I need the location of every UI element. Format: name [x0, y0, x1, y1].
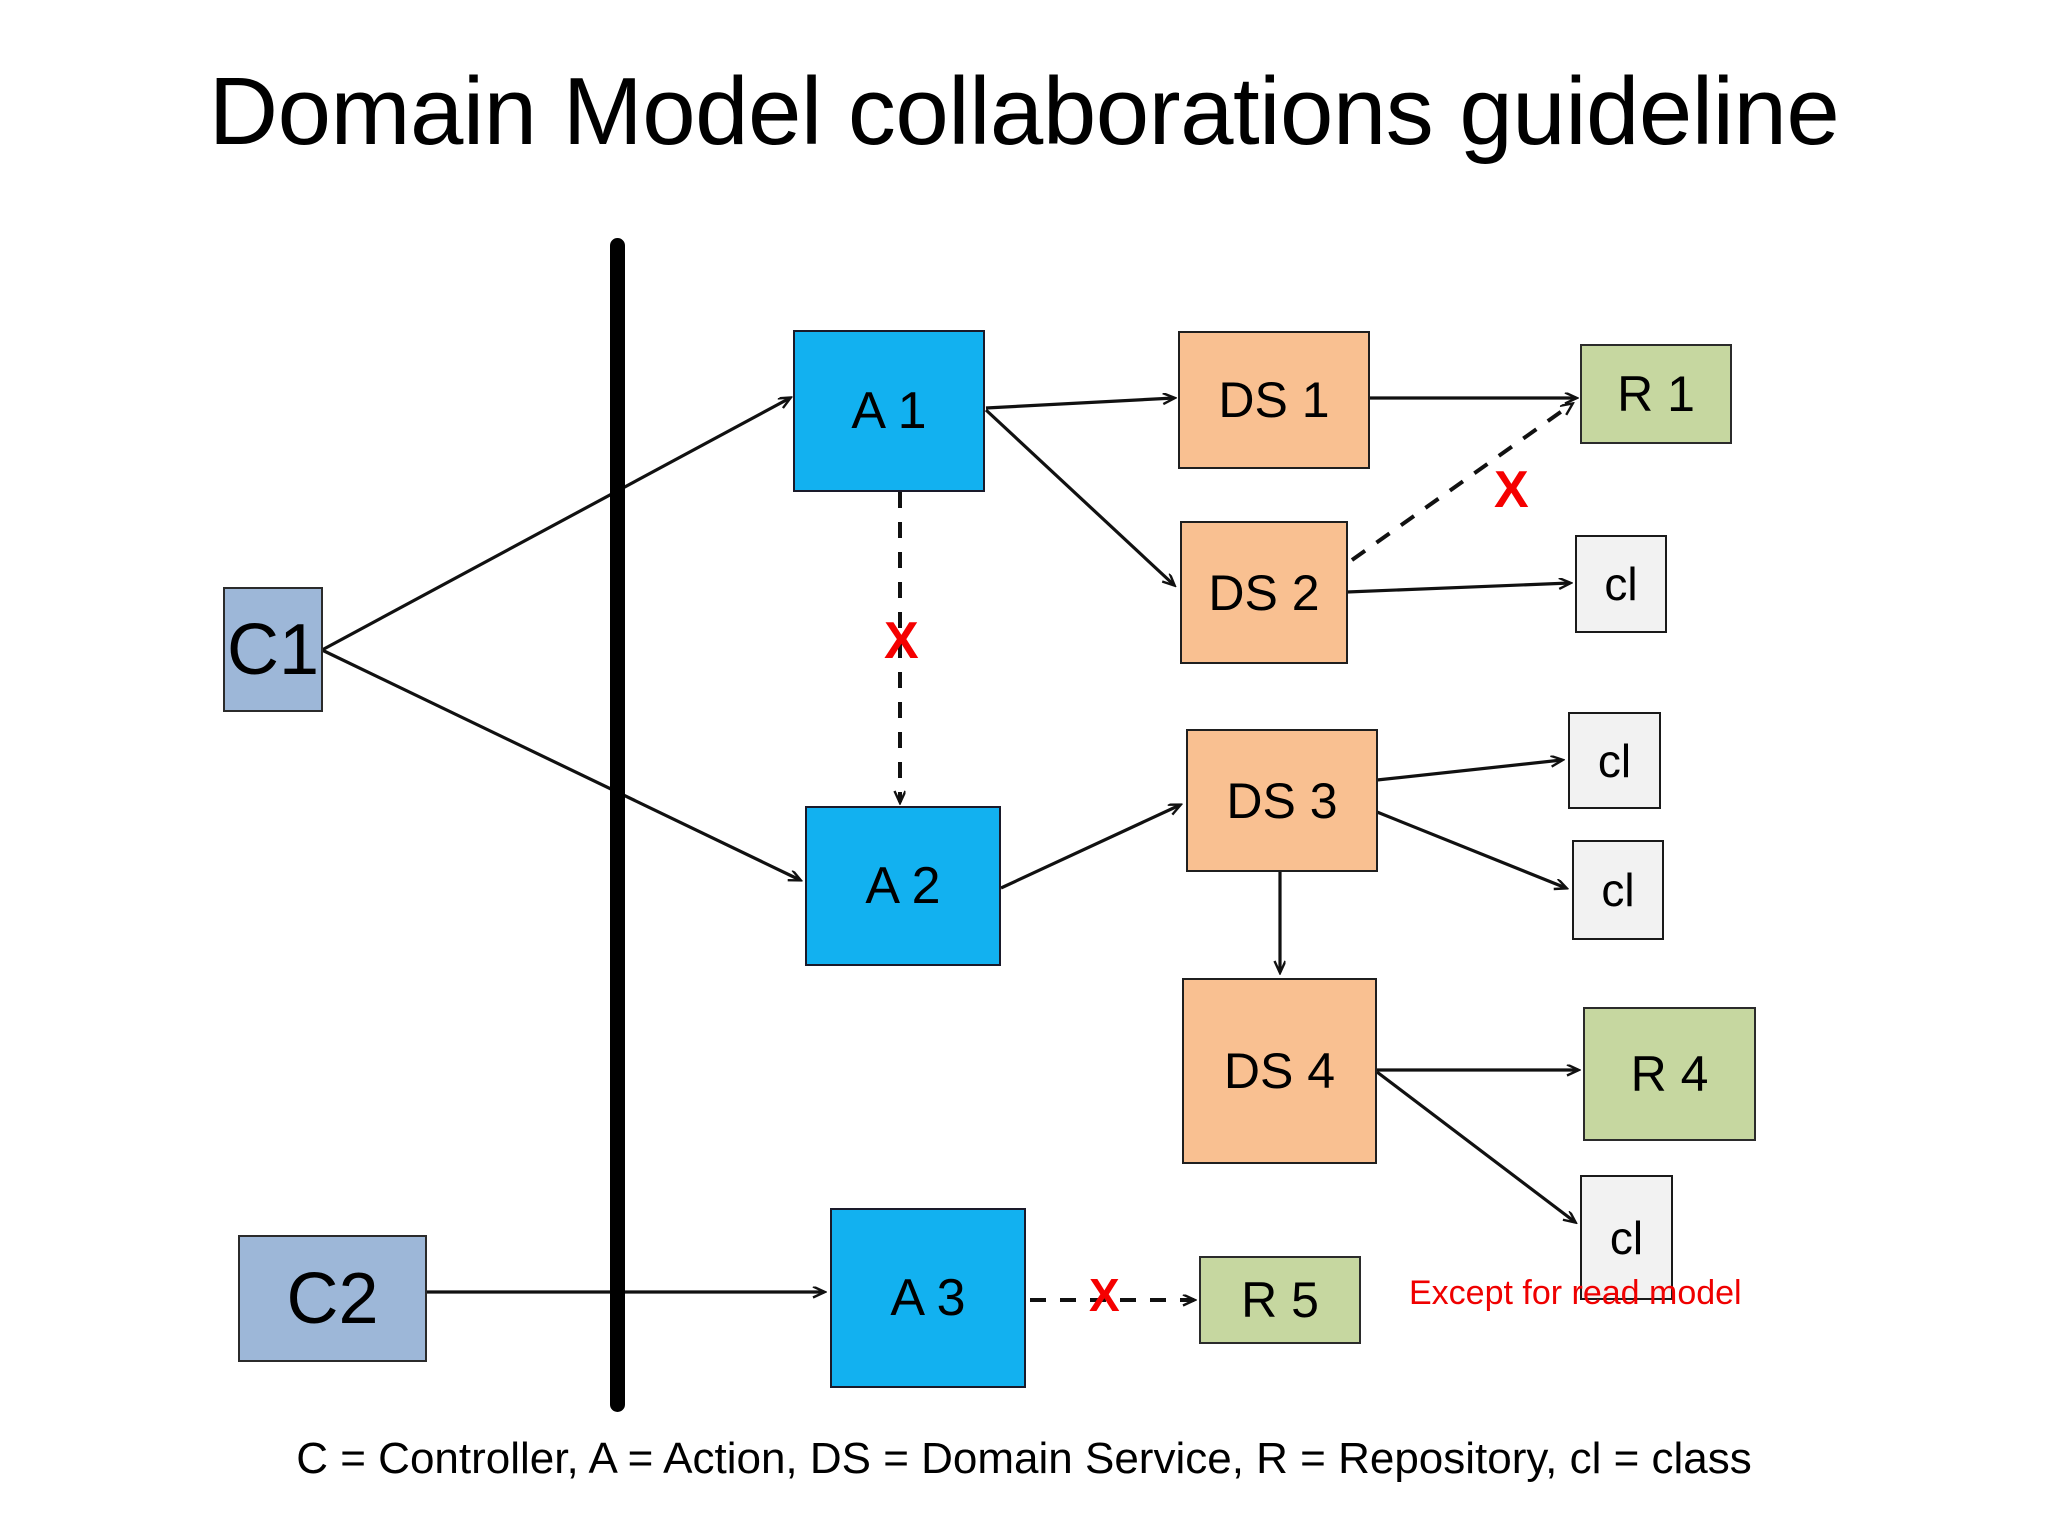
edge-ds2-r1-forbidden — [1350, 404, 1572, 562]
node-c2-label: C2 — [286, 1258, 379, 1339]
node-cl-4-label: cl — [1609, 1211, 1644, 1264]
node-cl-2-label: cl — [1597, 734, 1632, 787]
node-a1-label: A 1 — [851, 382, 927, 440]
edge-c1-a2 — [321, 648, 800, 880]
edge-ds3-cl2 — [1376, 760, 1562, 782]
node-cl-4[interactable]: cl — [1580, 1175, 1673, 1300]
node-cl-3-label: cl — [1601, 864, 1635, 916]
node-cl-3[interactable]: cl — [1572, 840, 1664, 940]
node-r4[interactable]: R 4 — [1583, 1007, 1756, 1141]
node-cl-1-label: cl — [1604, 558, 1638, 610]
node-r5[interactable]: R 5 — [1199, 1256, 1361, 1344]
node-c2[interactable]: C2 — [238, 1235, 427, 1362]
node-r5-label: R 5 — [1241, 1272, 1319, 1328]
node-r1-label: R 1 — [1617, 366, 1695, 422]
node-ds1-label: DS 1 — [1218, 372, 1330, 428]
boundary-divider — [610, 238, 625, 1412]
node-cl-2[interactable]: cl — [1568, 712, 1661, 809]
edge-ds4-cl4 — [1376, 1070, 1575, 1222]
forbidden-x-a3-r5: X — [1089, 1269, 1120, 1321]
forbidden-x-a1-a2: X — [884, 612, 919, 670]
forbidden-x-ds2-r1: X — [1494, 461, 1529, 519]
node-cl-1[interactable]: cl — [1575, 535, 1667, 633]
node-r1[interactable]: R 1 — [1580, 344, 1732, 444]
node-ds4-label: DS 4 — [1223, 1043, 1336, 1099]
edge-a2-ds3 — [1000, 805, 1180, 890]
edge-ds2-cl1 — [1346, 583, 1570, 594]
edge-ds3-cl3 — [1376, 810, 1566, 888]
node-a2[interactable]: A 2 — [805, 806, 1001, 966]
node-r4-label: R 4 — [1630, 1046, 1709, 1102]
read-model-note: Except for read model — [1409, 1274, 1742, 1312]
node-ds3[interactable]: DS 3 — [1186, 729, 1378, 872]
node-a3[interactable]: A 3 — [830, 1208, 1026, 1388]
node-c1-label: C1 — [226, 609, 320, 690]
edge-a1-ds1 — [985, 398, 1174, 410]
node-ds4[interactable]: DS 4 — [1182, 978, 1377, 1164]
edge-c1-a1 — [321, 398, 790, 652]
node-ds2[interactable]: DS 2 — [1180, 521, 1348, 664]
node-a1[interactable]: A 1 — [793, 330, 985, 492]
page-title: Domain Model collaborations guideline — [208, 58, 1840, 165]
node-ds3-label: DS 3 — [1226, 772, 1338, 829]
legend-text: C = Controller, A = Action, DS = Domain … — [296, 1434, 1752, 1483]
node-a2-label: A 2 — [865, 857, 941, 915]
node-ds2-label: DS 2 — [1208, 564, 1320, 621]
node-a3-label: A 3 — [890, 1269, 966, 1327]
edge-a1-ds2 — [984, 408, 1174, 585]
node-ds1[interactable]: DS 1 — [1178, 331, 1370, 469]
node-c1[interactable]: C1 — [223, 587, 323, 712]
